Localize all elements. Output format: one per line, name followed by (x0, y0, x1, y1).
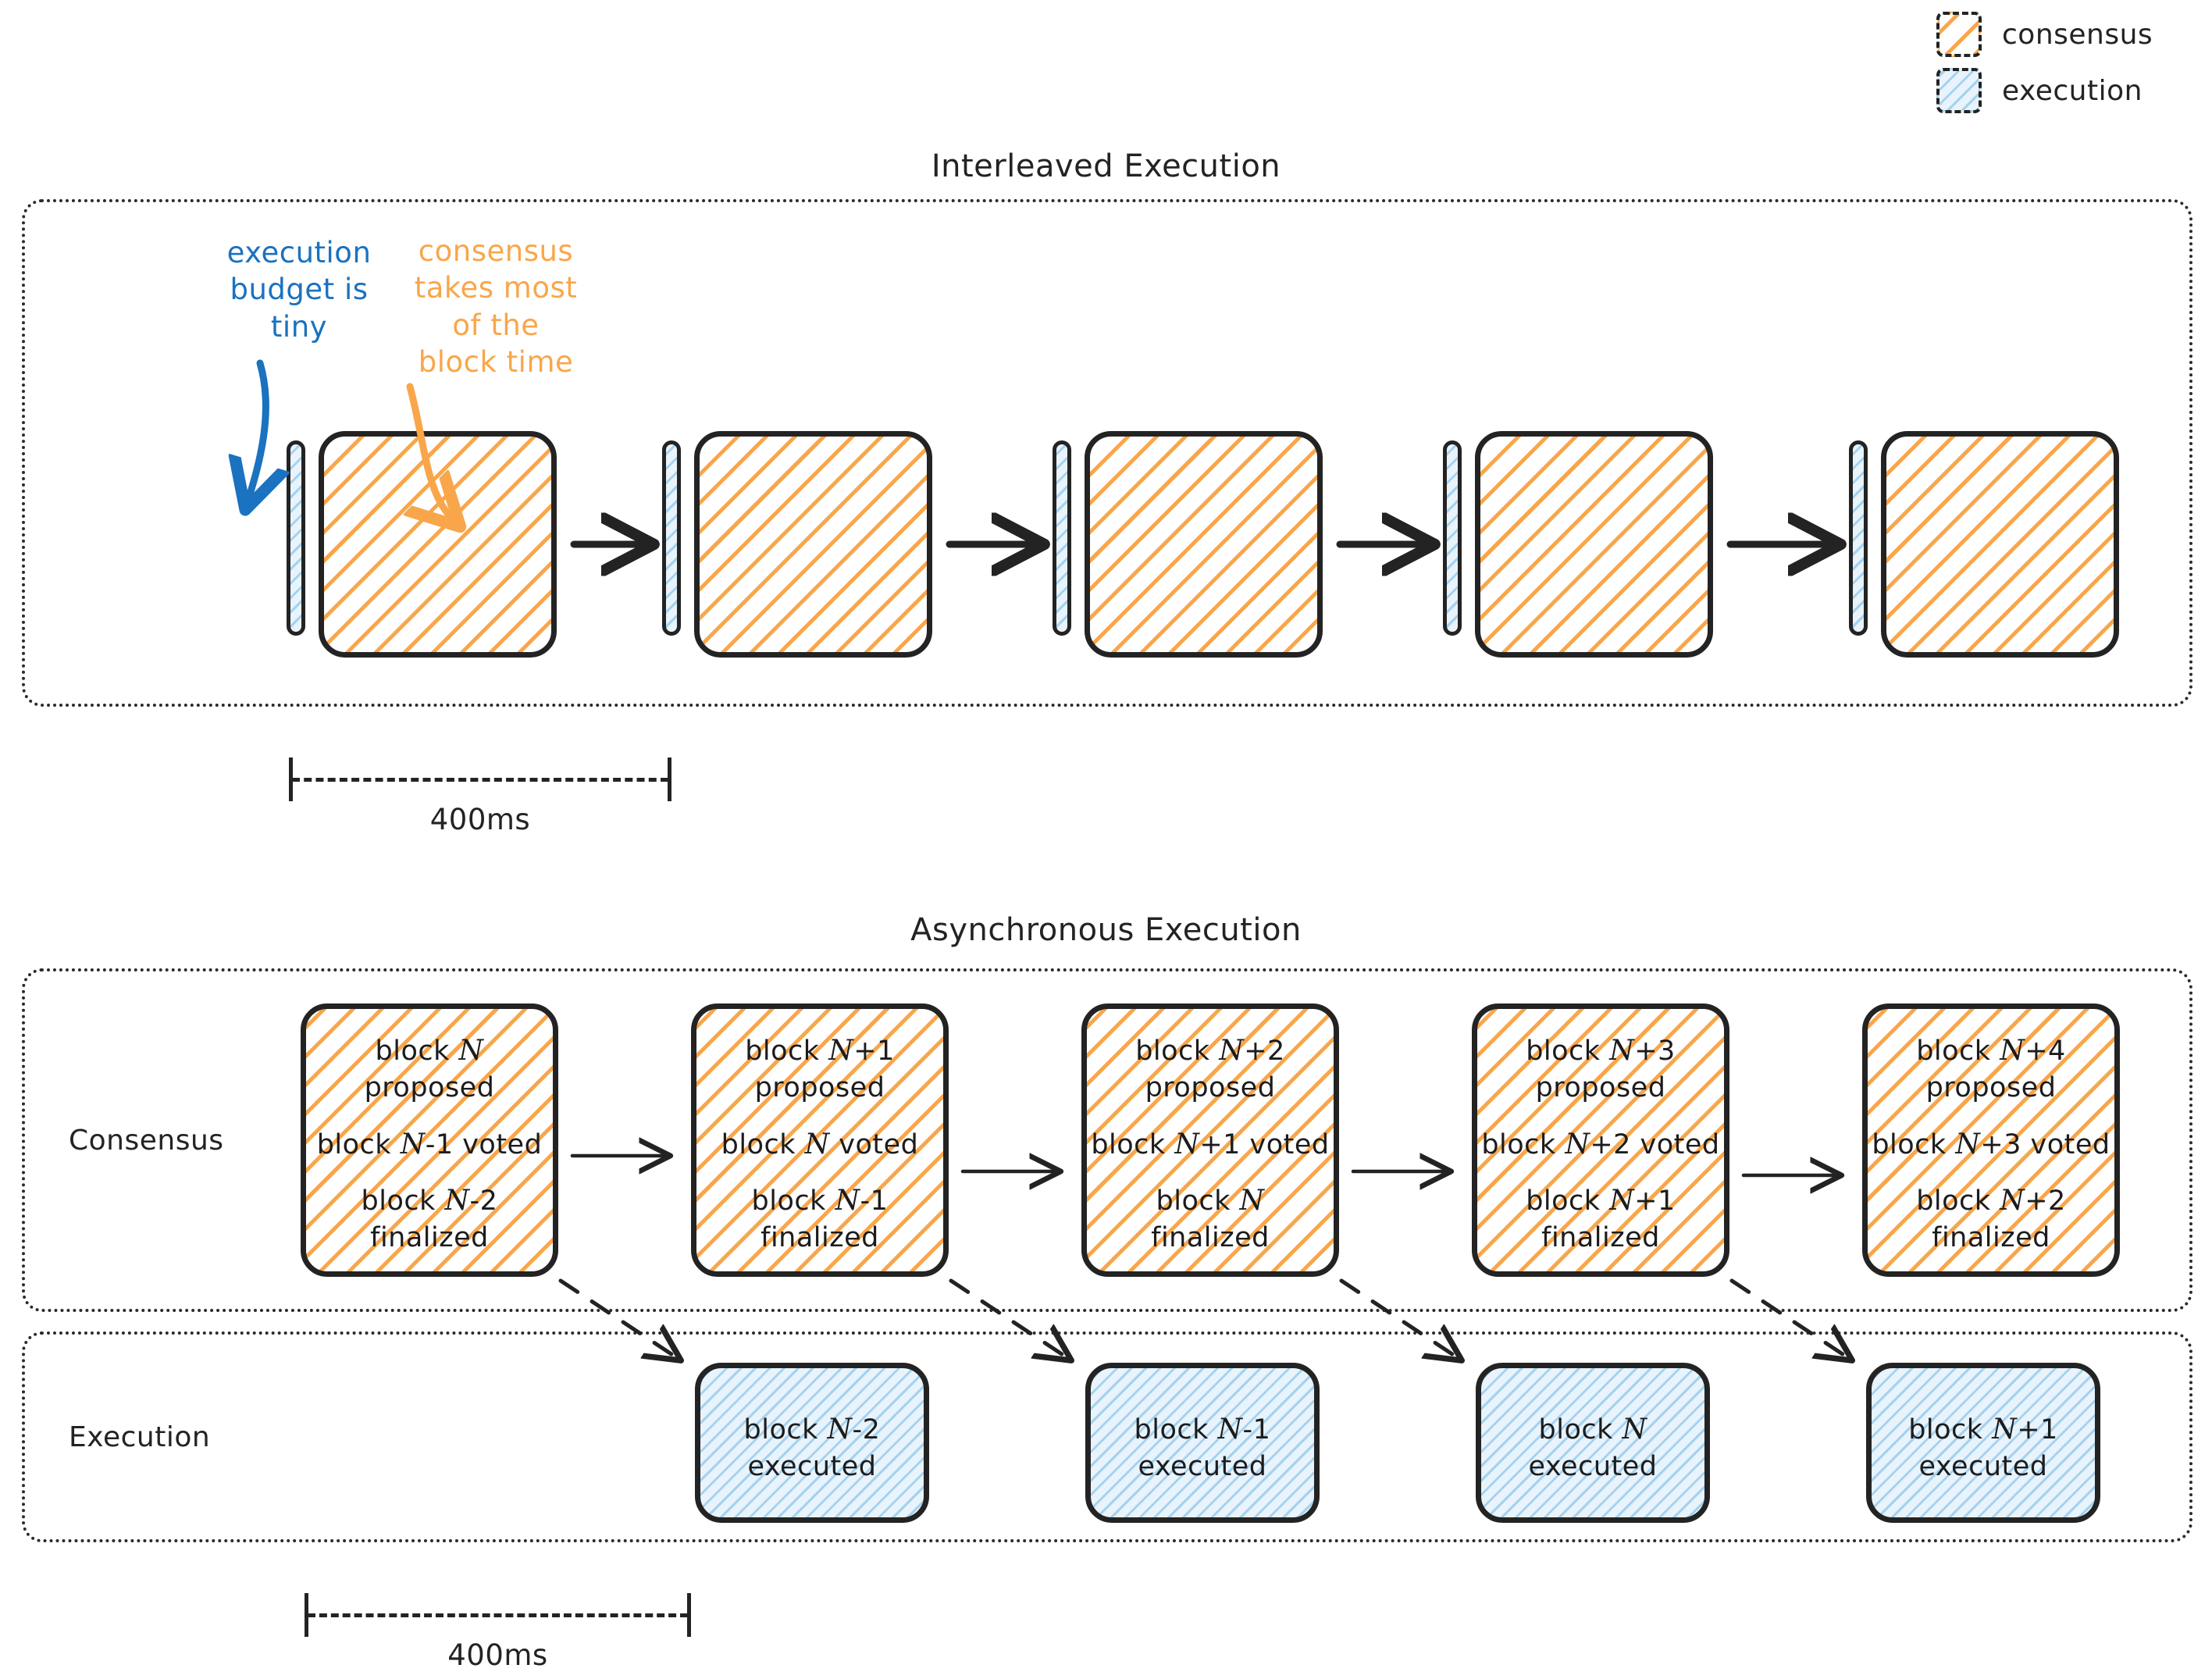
scale-line (292, 778, 668, 782)
annotation-execution-budget: execution budget is tiny (226, 236, 372, 344)
async-execution-panel (22, 1331, 2192, 1542)
interleaved-panel (22, 199, 2192, 707)
async-scale-label-400ms: 400ms (447, 1638, 548, 1672)
async-scale-line (308, 1613, 688, 1617)
consensus-block-3-voted: block N+1 voted (1091, 1128, 1330, 1160)
async-scale-tick-right (687, 1593, 691, 1637)
legend-item-execution: execution (1936, 62, 2202, 119)
consensus-block-1-voted: block N‑1 voted (316, 1128, 543, 1160)
interleaved-consensus-block-5 (1881, 431, 2119, 658)
consensus-block-5-voted: block N+3 voted (1872, 1128, 2110, 1160)
scale-label-400ms: 400ms (429, 803, 531, 836)
row-label-execution: Execution (69, 1421, 211, 1453)
scale-tick-left (289, 758, 293, 801)
legend-item-consensus: consensus (1936, 6, 2202, 62)
interleaved-section-title: Interleaved Execution (931, 148, 1281, 184)
consensus-swatch-icon (1936, 12, 1982, 57)
interleaved-execution-bar-3 (1053, 440, 1071, 636)
row-label-consensus: Consensus (69, 1125, 224, 1157)
scale-tick-right (668, 758, 671, 801)
interleaved-consensus-block-3 (1085, 431, 1323, 658)
interleaved-consensus-block-4 (1475, 431, 1713, 658)
annotation-consensus-share: consensus takes most of the block time (414, 234, 578, 380)
interleaved-consensus-block-1 (319, 431, 557, 658)
legend: consensus execution (1936, 6, 2202, 119)
legend-label-consensus: consensus (2002, 18, 2153, 51)
async-consensus-panel (22, 968, 2192, 1312)
consensus-block-4-voted: block N+2 voted (1481, 1128, 1720, 1160)
interleaved-consensus-block-2 (694, 431, 932, 658)
interleaved-execution-bar-1 (287, 440, 305, 636)
interleaved-execution-bar-4 (1443, 440, 1462, 636)
execution-swatch-icon (1936, 68, 1982, 113)
legend-label-execution: execution (2002, 74, 2143, 107)
async-section-title: Asynchronous Execution (910, 912, 1302, 948)
consensus-block-2-voted: block N voted (721, 1128, 919, 1160)
async-scale-tick-left (305, 1593, 308, 1637)
interleaved-execution-bar-2 (662, 440, 681, 636)
interleaved-execution-bar-5 (1849, 440, 1868, 636)
